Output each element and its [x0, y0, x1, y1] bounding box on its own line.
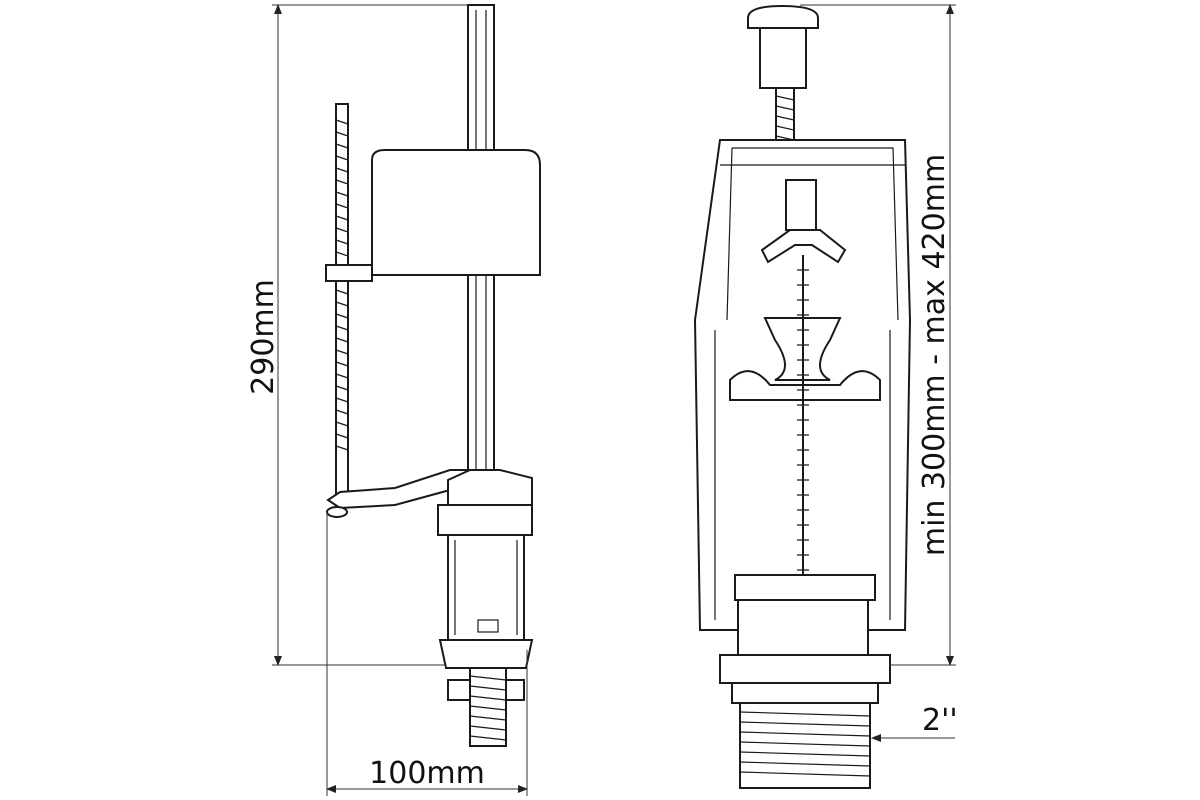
button-housing	[759, 27, 807, 89]
width-label-100: 100mm	[369, 756, 485, 791]
threaded-rod	[335, 103, 349, 505]
height-label-290: 290mm	[246, 279, 281, 395]
dimension-100: 100mm	[326, 512, 528, 796]
push-button	[747, 4, 819, 29]
valve-top-collar	[437, 504, 533, 536]
height-label-flush: min 300mm - max 420mm	[917, 154, 952, 556]
base-ring	[719, 654, 891, 684]
float	[371, 149, 541, 276]
thread-label: 2''	[922, 703, 958, 738]
valve-head	[447, 469, 533, 506]
float-clip	[325, 264, 373, 282]
fill-valve-drawing	[325, 4, 541, 747]
dimension-290: 290mm	[246, 4, 470, 666]
dimension-flush-height: min 300mm - max 420mm	[800, 4, 956, 666]
valve-body	[447, 534, 525, 641]
flush-valve-drawing	[693, 4, 912, 789]
dimension-thread: 2''	[871, 703, 958, 742]
valve-flange	[438, 639, 534, 669]
valve-seat	[737, 599, 869, 656]
